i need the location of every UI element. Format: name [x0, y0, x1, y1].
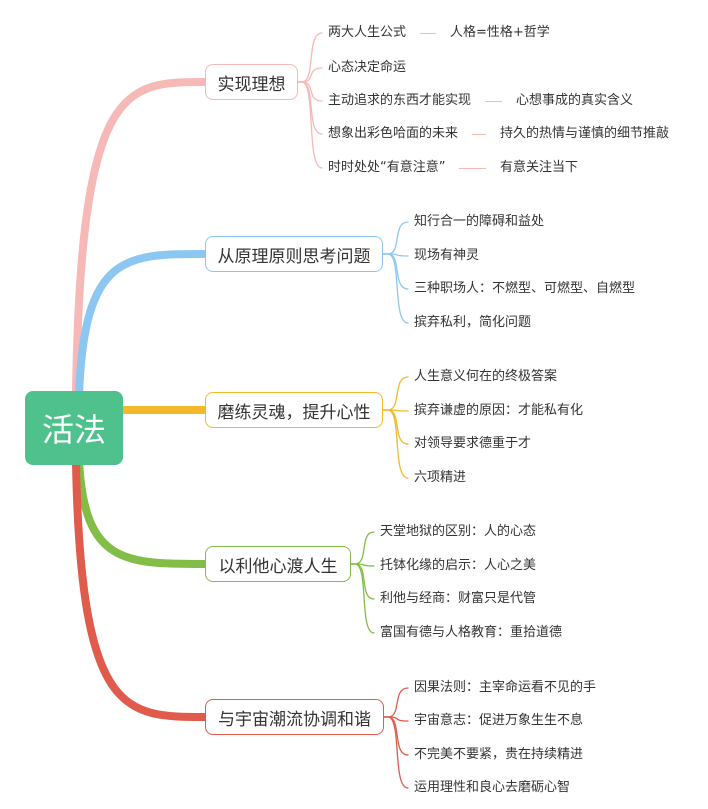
- leaf-node[interactable]: 心态决定命运: [328, 60, 407, 75]
- leaf-node[interactable]: 六项精进: [414, 470, 467, 485]
- connector-line: [72, 459, 209, 721]
- root-node[interactable]: 活法: [25, 391, 123, 465]
- branch-node-4[interactable]: 以利他心渡人生: [205, 546, 351, 582]
- branch-label: 以利他心渡人生: [218, 556, 338, 577]
- sub-leaf-node[interactable]: 人格=性格+哲学: [450, 25, 550, 40]
- sub-connector-line: [485, 101, 502, 102]
- leaf-node[interactable]: 时时处处“有意注意”: [328, 160, 446, 175]
- connector-line: [297, 81, 323, 169]
- branch-label: 与宇宙潮流协调和谐: [218, 709, 371, 730]
- branch-label: 从原理原则思考问题: [217, 246, 371, 267]
- leaf-node[interactable]: 三种职场人：不燃型、可燃型、自燃型: [414, 281, 636, 296]
- branch-node-1[interactable]: 实现理想: [205, 64, 298, 100]
- leaf-node[interactable]: 不完美不要紧，贵在持续精进: [414, 747, 584, 762]
- connector-line: [350, 563, 375, 634]
- sub-connector-line: [459, 168, 486, 169]
- connector-line: [382, 221, 409, 255]
- root-label: 活法: [41, 411, 106, 449]
- sub-connector-line: [472, 134, 486, 135]
- leaf-node[interactable]: 摈弃谦虚的原因：才能私有化: [414, 403, 584, 418]
- leaf-node[interactable]: 现场有神灵: [414, 248, 480, 263]
- branch-label: 磨练灵魂，提升心性: [217, 402, 371, 423]
- sub-leaf-node[interactable]: 心想事成的真实含义: [516, 93, 634, 108]
- leaf-node[interactable]: 利他与经商：财富只是代管: [380, 591, 537, 606]
- connector-line: [75, 250, 209, 400]
- sub-leaf-node[interactable]: 有意关注当下: [500, 160, 579, 175]
- connector-line: [382, 376, 409, 411]
- connector-line: [382, 409, 409, 479]
- leaf-node[interactable]: 托钵化缘的启示：人心之美: [380, 558, 537, 573]
- connector-line: [383, 716, 409, 789]
- leaf-node[interactable]: 两大人生公式: [328, 25, 407, 40]
- leaf-node[interactable]: 想象出彩色哈面的未来: [328, 126, 459, 141]
- leaf-node[interactable]: 对领导要求德重于才: [414, 436, 532, 451]
- connector-line: [75, 456, 209, 568]
- leaf-node[interactable]: 富国有德与人格教育：重拾道德: [380, 625, 563, 640]
- branch-node-3[interactable]: 磨练灵魂，提升心性: [205, 392, 383, 428]
- connector-line: [383, 687, 409, 718]
- connector-line: [72, 78, 209, 396]
- sub-leaf-node[interactable]: 持久的热情与谨慎的细节推敲: [500, 126, 670, 141]
- connector-line: [297, 32, 323, 83]
- leaf-node[interactable]: 知行合一的障碍和益处: [414, 214, 545, 229]
- leaf-node[interactable]: 主动追求的东西才能实现: [328, 93, 472, 108]
- leaf-node[interactable]: 摈弃私利，简化问题: [414, 315, 532, 330]
- branch-node-2[interactable]: 从原理原则思考问题: [205, 236, 383, 272]
- leaf-node[interactable]: 人生意义何在的终极答案: [414, 369, 558, 384]
- branch-label: 实现理想: [217, 74, 286, 95]
- leaf-node[interactable]: 天堂地狱的区别：人的心态: [380, 524, 537, 539]
- branch-node-5[interactable]: 与宇宙潮流协调和谐: [205, 699, 384, 735]
- leaf-node[interactable]: 因果法则：主宰命运看不见的手: [414, 680, 597, 695]
- connector-line: [382, 253, 409, 324]
- connector-line: [350, 531, 375, 565]
- leaf-node[interactable]: 宇宙意志：促进万象生生不息: [414, 713, 584, 728]
- leaf-node[interactable]: 运用理性和良心去磨砺心智: [414, 780, 571, 795]
- sub-connector-line: [420, 33, 436, 34]
